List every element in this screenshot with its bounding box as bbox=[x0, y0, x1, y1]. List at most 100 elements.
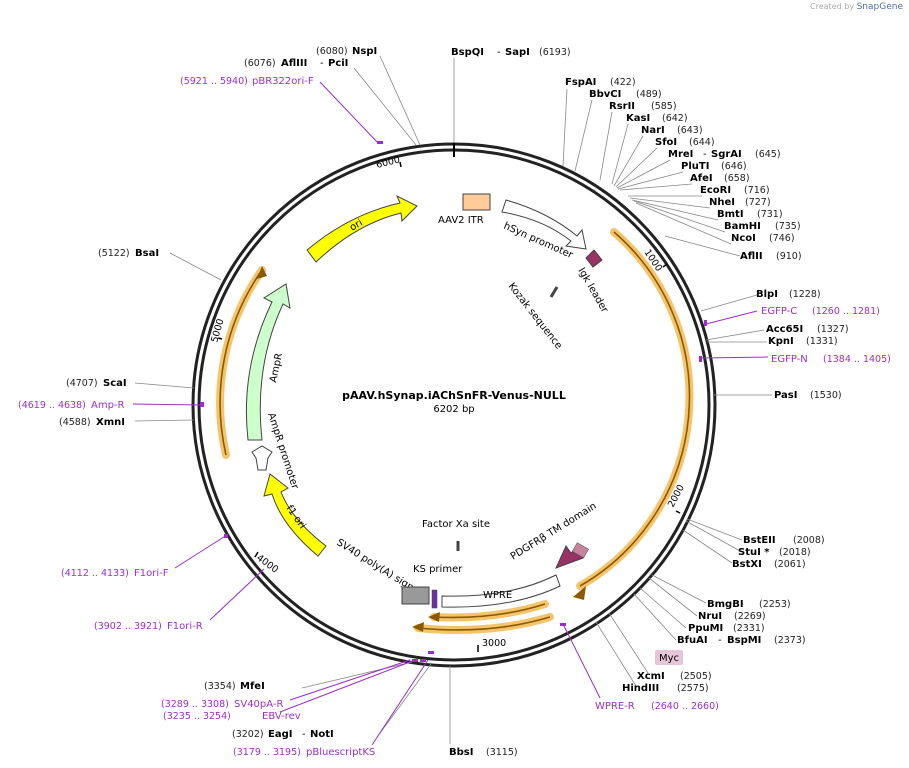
creator-prefix: Created by bbox=[810, 2, 855, 11]
enzyme-label: FspAI bbox=[565, 77, 596, 88]
primer-pos: (4112 .. 4133) bbox=[61, 568, 129, 579]
aav2-itr-label: AAV2 ITR bbox=[438, 215, 484, 226]
orf-arrow-main-core bbox=[579, 231, 691, 587]
enzyme-leaders bbox=[134, 55, 772, 744]
factor-xa-label: Factor Xa site bbox=[422, 519, 490, 530]
enzyme-pos: (727) bbox=[745, 197, 771, 208]
wpre-label: WPRE bbox=[483, 590, 512, 601]
plasmid-name: pAAV.hSynap.iAChSnFR-Venus-NULL bbox=[342, 389, 566, 402]
primer-labels: (5921 .. 5940) pBR322ori-F EGFP-C (1260 … bbox=[18, 76, 891, 758]
igk-leader-label: Igk leader bbox=[575, 266, 610, 316]
enzyme-pos: (3115) bbox=[486, 747, 518, 758]
orf-arrow-bottom-1-core bbox=[433, 603, 546, 619]
enzyme-pos: (2008) bbox=[793, 535, 825, 546]
primer-pos: (3235 .. 3254) bbox=[163, 711, 231, 722]
enzyme-label: SgrAI bbox=[711, 149, 742, 160]
enzyme-label: NotI bbox=[310, 729, 334, 740]
enzyme-pos: (422) bbox=[610, 77, 636, 88]
tick-6000: 6000 bbox=[375, 154, 401, 171]
orf-arrow-left-head bbox=[257, 266, 267, 279]
enzyme-label: NarI bbox=[641, 125, 665, 136]
primer-pos: (1384 .. 1405) bbox=[823, 354, 891, 365]
enzyme-pos: (658) bbox=[724, 173, 750, 184]
wpre-feature bbox=[441, 574, 561, 608]
enzyme-label: BspQI bbox=[451, 47, 484, 58]
tick-1000-line bbox=[662, 263, 668, 268]
enzyme-label: - bbox=[302, 729, 306, 740]
enzyme-label: - bbox=[703, 149, 707, 160]
orf-arrow-bottom-2-head bbox=[412, 622, 424, 632]
enzyme-label: BmgBI bbox=[707, 599, 744, 610]
enzyme-label: KpnI bbox=[768, 336, 794, 347]
enzyme-pos: (731) bbox=[757, 209, 783, 220]
primer-pos: (3902 .. 3921) bbox=[94, 621, 162, 632]
enzyme-label: NruI bbox=[698, 611, 722, 622]
primer-label: F1ori-R bbox=[167, 621, 203, 632]
enzyme-label: RsrII bbox=[609, 101, 635, 112]
enzyme-label: BstEII bbox=[743, 535, 776, 546]
hsyn-promoter-feature bbox=[501, 199, 587, 250]
enzyme-pos: (2061) bbox=[774, 559, 806, 570]
enzyme-pos: (4588) bbox=[59, 417, 91, 428]
enzyme-label: BbsI bbox=[449, 747, 473, 758]
myc-badge bbox=[655, 650, 683, 665]
enzyme-label: BmtI bbox=[717, 209, 744, 220]
orf-arrow-main-head bbox=[573, 586, 586, 600]
primer-pos: (2640 .. 2660) bbox=[651, 701, 719, 712]
enzyme-pos: (646) bbox=[721, 161, 747, 172]
primer-label: F1ori-F bbox=[134, 568, 169, 579]
primer-label: EBV-rev bbox=[262, 711, 301, 722]
primer-label: pBluescriptKS bbox=[306, 747, 375, 758]
enzyme-pos: (645) bbox=[755, 149, 781, 160]
enzyme-label: EcoRI bbox=[700, 185, 731, 196]
primer-label: SV40pA-R bbox=[234, 699, 283, 710]
primer-pos: (3289 .. 3308) bbox=[161, 699, 229, 710]
ampr-promoter-feature bbox=[251, 445, 273, 471]
enzyme-pos: (3202) bbox=[232, 729, 264, 740]
primer-label: EGFP-N bbox=[771, 354, 808, 365]
enzyme-label: AflIII bbox=[281, 58, 307, 69]
enzyme-label: PciI bbox=[328, 58, 348, 69]
enzyme-pos: (2505) bbox=[680, 671, 712, 682]
enzyme-pos: (5122) bbox=[98, 248, 130, 259]
orf-arrow-bottom-2-core bbox=[417, 616, 551, 631]
enzyme-label: XmnI bbox=[96, 417, 125, 428]
enzyme-pos: (2575) bbox=[677, 683, 709, 694]
enzyme-labels: BspQI - SapI (6193) (6080) NspI (6076) A… bbox=[59, 46, 849, 758]
myc-label: Myc bbox=[659, 653, 679, 664]
enzyme-label: SfoI bbox=[655, 137, 677, 148]
orf-arrow-bottom-1-head bbox=[428, 612, 440, 622]
ori-feature bbox=[306, 194, 418, 263]
enzyme-pos: (1530) bbox=[810, 390, 842, 401]
enzyme-pos: (910) bbox=[776, 251, 802, 262]
enzyme-label: KasI bbox=[626, 113, 650, 124]
tick-5000-line bbox=[217, 337, 223, 340]
enzyme-label: AfeI bbox=[690, 173, 713, 184]
enzyme-pos: (2269) bbox=[734, 611, 766, 622]
enzyme-label: - bbox=[497, 47, 501, 58]
plasmid-length: 6202 bp bbox=[433, 404, 474, 415]
primer-label: EGFP-C bbox=[761, 306, 797, 317]
enzyme-pos: (643) bbox=[677, 125, 703, 136]
enzyme-label: HindIII bbox=[622, 683, 659, 694]
ks-primer-feature bbox=[401, 586, 430, 605]
tick-3000: 3000 bbox=[482, 638, 506, 649]
enzyme-pos: (2373) bbox=[774, 635, 806, 646]
tick-4000: 4000 bbox=[254, 553, 280, 576]
enzyme-label: EagI bbox=[268, 729, 292, 740]
enzyme-label: PasI bbox=[774, 390, 797, 401]
creator-credit: Created by SnapGene bbox=[810, 2, 903, 12]
enzyme-pos: (1327) bbox=[817, 324, 849, 335]
enzyme-pos: (735) bbox=[775, 221, 801, 232]
enzyme-label: SapI bbox=[505, 47, 530, 58]
enzyme-label: BfuAI bbox=[677, 635, 708, 646]
enzyme-pos: (6193) bbox=[539, 47, 571, 58]
enzyme-pos: (4707) bbox=[66, 378, 98, 389]
enzyme-label: NspI bbox=[352, 46, 377, 57]
enzyme-label: BspMI bbox=[727, 635, 761, 646]
enzyme-label: - bbox=[320, 58, 324, 69]
snapgene-brand: SnapGene bbox=[856, 2, 903, 12]
enzyme-pos: (489) bbox=[636, 89, 662, 100]
primer-label: Amp-R bbox=[91, 400, 125, 411]
